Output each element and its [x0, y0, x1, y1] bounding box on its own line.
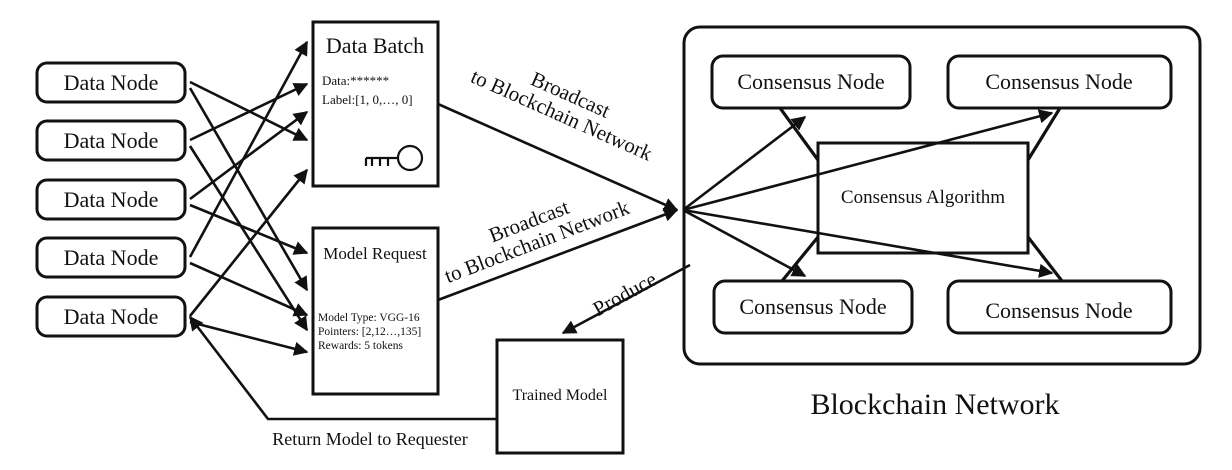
- consensus-node-label: Consensus Node: [739, 294, 886, 319]
- consensus-node-bottom-right: Consensus Node: [946, 279, 1173, 335]
- trained-model-box: Trained Model: [495, 338, 625, 455]
- data-batch-box: Data Batch Data:****** Label:[1, 0,…, 0]: [311, 20, 440, 188]
- data-node-4: Data Node: [35, 236, 187, 279]
- data-node-3: Data Node: [35, 178, 187, 221]
- svg-text:Produce: Produce: [589, 267, 661, 321]
- return-model-arrow: [188, 315, 497, 421]
- trained-model-label: Trained Model: [513, 387, 609, 404]
- consensus-algorithm-label: Consensus Algorithm: [841, 187, 1005, 208]
- consensus-algorithm-box: Consensus Algorithm: [816, 141, 1030, 255]
- consensus-links: [778, 107, 1064, 283]
- consensus-node-bottom-left: Consensus Node: [712, 279, 914, 335]
- data-node-to-batch-arrows: [188, 40, 309, 317]
- data-node-1: Data Node: [35, 61, 187, 104]
- model-request-pointers: Pointers: [2,12…,135]: [318, 326, 421, 338]
- data-batch-data-line: Data:******: [322, 73, 389, 88]
- key-icon: [364, 144, 424, 172]
- data-node-2: Data Node: [35, 119, 187, 162]
- consensus-node-top-left: Consensus Node: [710, 54, 912, 110]
- consensus-node-label: Consensus Node: [985, 69, 1132, 94]
- broadcast-batch-arrow: [437, 102, 679, 212]
- produce-arrow: [561, 263, 691, 335]
- data-batch-label-line: Label:[1, 0,…, 0]: [322, 92, 413, 107]
- data-node-label: Data Node: [64, 304, 159, 329]
- data-node-label: Data Node: [64, 128, 159, 153]
- return-model-label: Return Model to Requester: [272, 429, 467, 449]
- consensus-node-top-right: Consensus Node: [946, 54, 1173, 110]
- data-node-label: Data Node: [64, 245, 159, 270]
- data-node-label: Data Node: [64, 187, 159, 212]
- model-request-type: Model Type: VGG-16: [318, 312, 420, 324]
- data-node-to-request-arrows: [188, 87, 309, 356]
- data-batch-title: Data Batch: [326, 33, 424, 58]
- broadcast-request-arrow: [437, 207, 679, 302]
- model-request-title: Model Request: [323, 244, 427, 263]
- produce-label: Produce: [589, 267, 661, 321]
- data-node-5: Data Node: [35, 295, 187, 338]
- blockchain-network-label: Blockchain Network: [810, 388, 1059, 421]
- hub-fanout-arrows: [682, 109, 1054, 278]
- model-request-rewards: Rewards: 5 tokens: [318, 340, 403, 352]
- broadcast-upper-label: Broadcast to Blockchain Network: [467, 64, 656, 166]
- consensus-node-label: Consensus Node: [985, 298, 1132, 323]
- consensus-node-label: Consensus Node: [737, 69, 884, 94]
- model-request-box: Model Request Model Type: VGG-16 Pointer…: [311, 226, 440, 396]
- data-node-label: Data Node: [64, 70, 159, 95]
- broadcast-lower-label: Broadcast to Blockchain Network: [441, 195, 633, 288]
